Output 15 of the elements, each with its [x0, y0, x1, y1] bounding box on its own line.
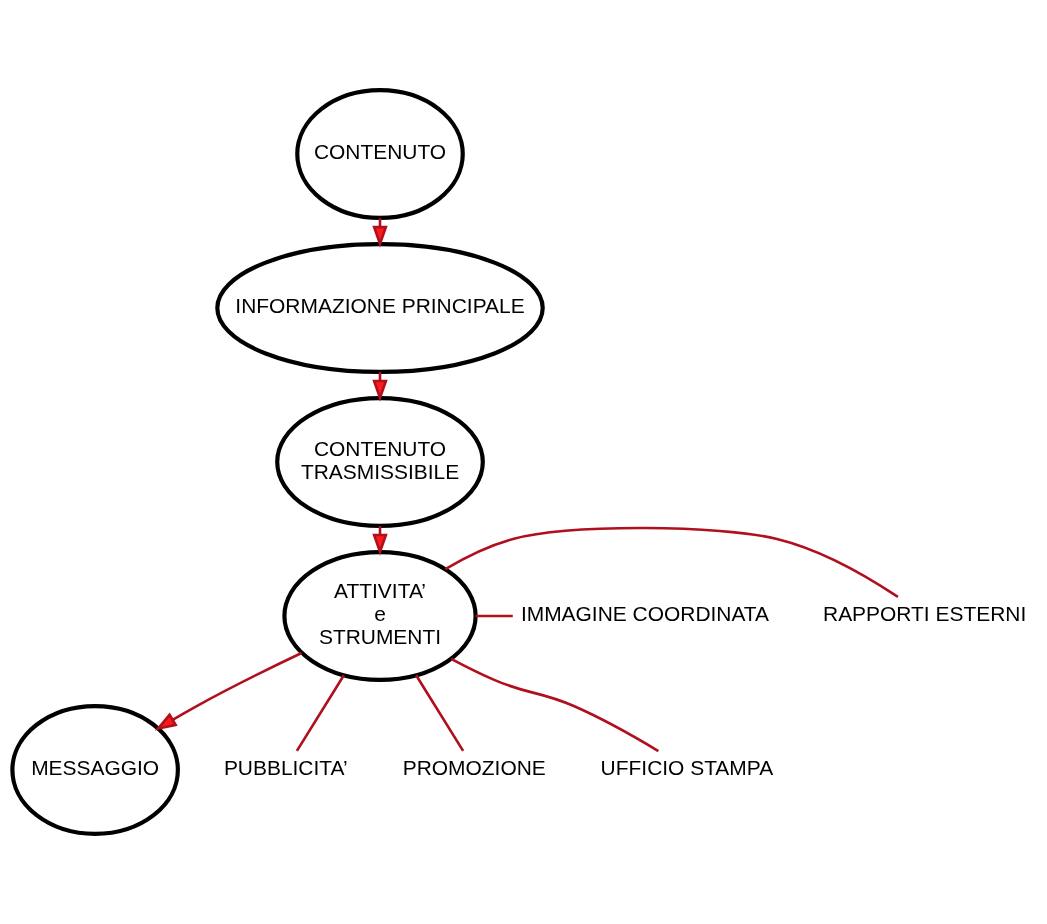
arrow [154, 651, 303, 731]
node-ellipse: CONTENUTO [295, 88, 465, 221]
node-text: PROMOZIONE [402, 756, 546, 780]
node-text: RAPPORTI ESTERNI [823, 602, 1027, 626]
connector [444, 526, 899, 599]
node-ellipse: ATTIVITA’ e STRUMENTI [282, 549, 478, 682]
connector [475, 614, 513, 618]
node-text: PUBBLICITA’ [223, 756, 348, 780]
node-text: IMMAGINE COORDINATA [520, 602, 770, 626]
connector [450, 657, 660, 753]
connector [415, 674, 465, 752]
node-ellipse: CONTENUTO TRASMISSIBILE [275, 396, 485, 528]
connector [295, 674, 345, 752]
node-text: UFFICIO STAMPA [600, 756, 774, 780]
node-ellipse: INFORMAZIONE PRINCIPALE [215, 242, 545, 375]
